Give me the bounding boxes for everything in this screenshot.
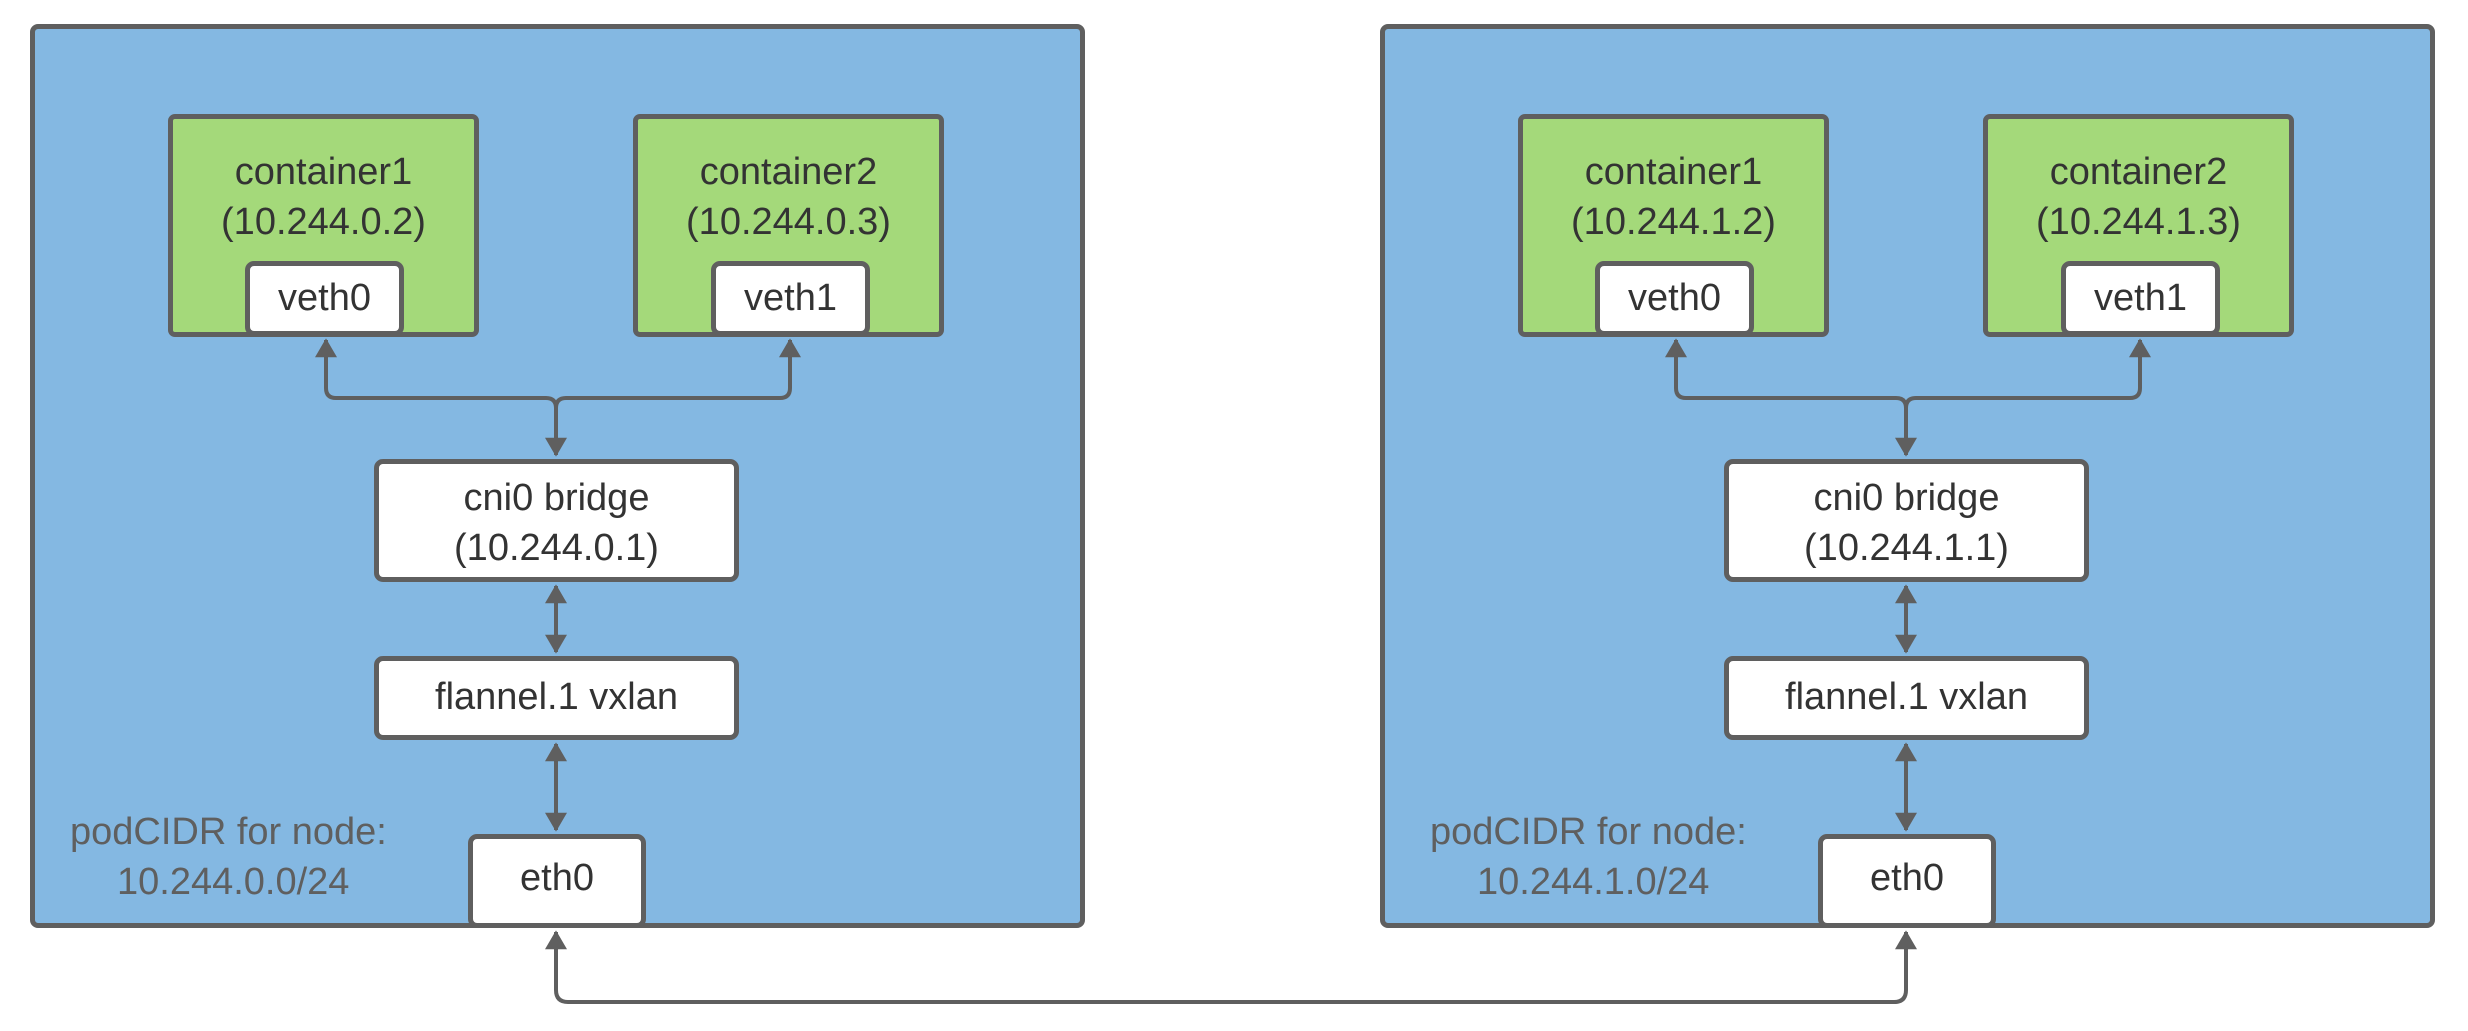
node-0-flannel-vxlan: flannel.1 vxlan [374,656,739,740]
node-1-cni0-bridge: cni0 bridge (10.244.1.1) [1724,459,2089,582]
container-ip: (10.244.0.3) [686,201,891,243]
node-1-veth1: veth1 [2061,261,2220,336]
pod-cidr-value: 10.244.0.0/24 [117,861,350,903]
container-name: container1 [234,151,413,193]
bridge-ip: (10.244.0.1) [454,527,659,569]
pod-cidr-value: 10.244.1.0/24 [1477,861,1710,903]
container-name: container2 [2049,151,2228,193]
node-1-veth0: veth0 [1595,261,1754,336]
pod-cidr-label: podCIDR for node: [70,811,387,853]
node-to-node-link [545,930,1917,1004]
container-ip: (10.244.1.3) [2036,201,2241,243]
container-name: container2 [699,151,878,193]
container-name: container1 [1584,151,1763,193]
container-ip: (10.244.1.2) [1571,201,1776,243]
node-1-container2: container2 (10.244.1.3) [1983,114,2294,337]
node-0-veth0: veth0 [245,261,404,336]
bridge-name: cni0 bridge [1813,477,2000,519]
node-0-veth1: veth1 [711,261,870,336]
node-0-eth0: eth0 [468,834,646,928]
node-1-flannel-vxlan: flannel.1 vxlan [1724,656,2089,740]
node-1-eth0: eth0 [1818,834,1996,928]
node-0-cni0-bridge: cni0 bridge (10.244.0.1) [374,459,739,582]
bridge-name: cni0 bridge [463,477,650,519]
pod-cidr-label: podCIDR for node: [1430,811,1747,853]
bridge-ip: (10.244.1.1) [1804,527,2009,569]
node-1-pod-cidr: podCIDR for node: 10.244.1.0/24 [1430,807,1830,907]
node-0-pod-cidr: podCIDR for node: 10.244.0.0/24 [70,807,470,907]
container-ip: (10.244.0.2) [221,201,426,243]
